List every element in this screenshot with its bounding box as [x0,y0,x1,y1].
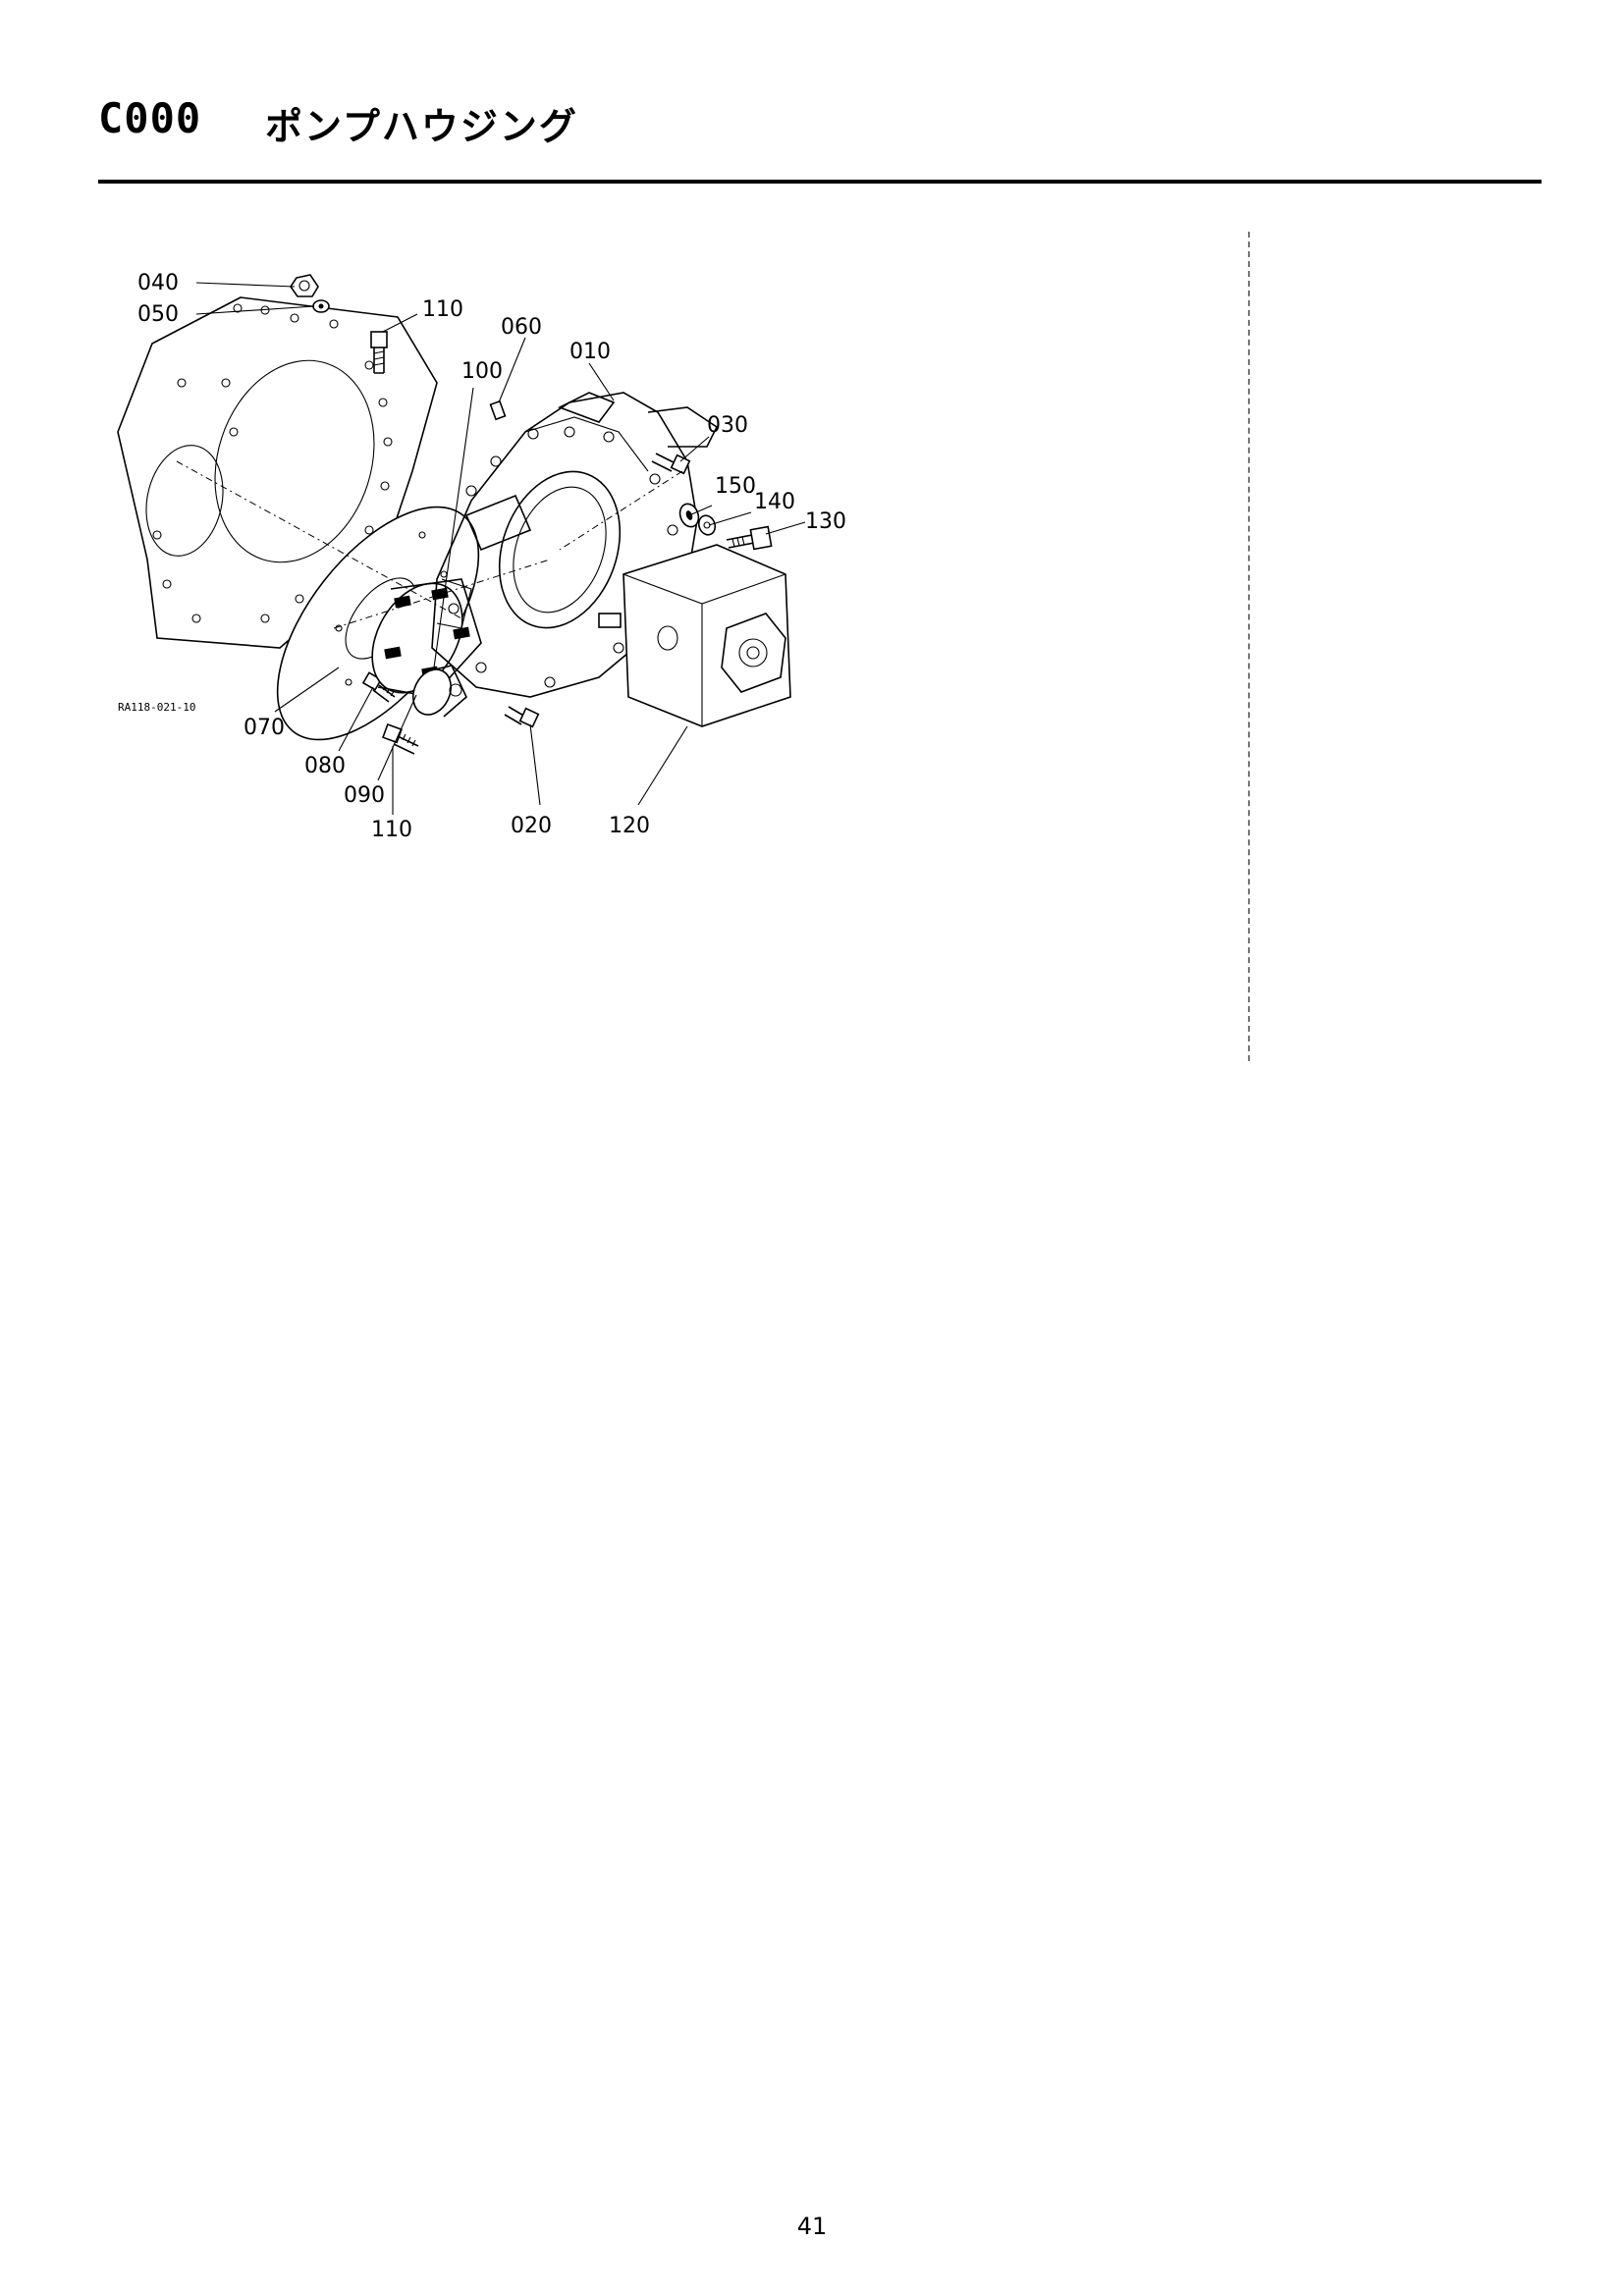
reference-code: RA118-021-10 [118,701,195,714]
label-120: 120 [609,814,650,838]
exploded-parts-diagram: 040 050 110 060 100 010 030 150 140 130 … [117,271,846,842]
leader-lines [195,282,806,815]
margin-dash-line [1248,232,1250,1061]
label-110-top: 110 [422,297,463,322]
label-070: 070 [244,716,285,740]
header-rule [98,180,1542,184]
label-020: 020 [511,814,552,838]
gear-pump-120 [598,544,791,727]
bolt-030 [651,453,691,475]
label-040: 040 [137,271,179,295]
section-title: ポンプハウジング [265,105,578,148]
label-150: 150 [715,474,756,499]
hub-100 [411,665,467,718]
washer-140 [697,514,717,536]
assembly-axis-lines [176,460,683,629]
pin-060 [489,400,507,421]
part-labels: 040 050 110 060 100 010 030 150 140 130 … [118,271,846,842]
label-110-bottom: 110 [371,818,412,842]
nut-040 [290,274,319,297]
label-080: 080 [304,754,346,778]
bolt-130 [726,525,773,551]
section-code: C000 [98,94,202,142]
label-100: 100 [461,359,503,384]
label-090: 090 [344,783,385,808]
label-130: 130 [805,509,846,534]
label-140: 140 [754,490,795,514]
label-060: 060 [501,315,542,340]
page-number: 41 [796,2213,828,2240]
page-header: C000 ポンプハウジング [98,94,1542,153]
label-050: 050 [137,302,179,327]
label-010: 010 [569,340,611,364]
label-030: 030 [707,413,748,438]
bolt-110-top [370,331,388,374]
washer-050 [312,299,330,313]
bolt-020 [504,706,540,728]
